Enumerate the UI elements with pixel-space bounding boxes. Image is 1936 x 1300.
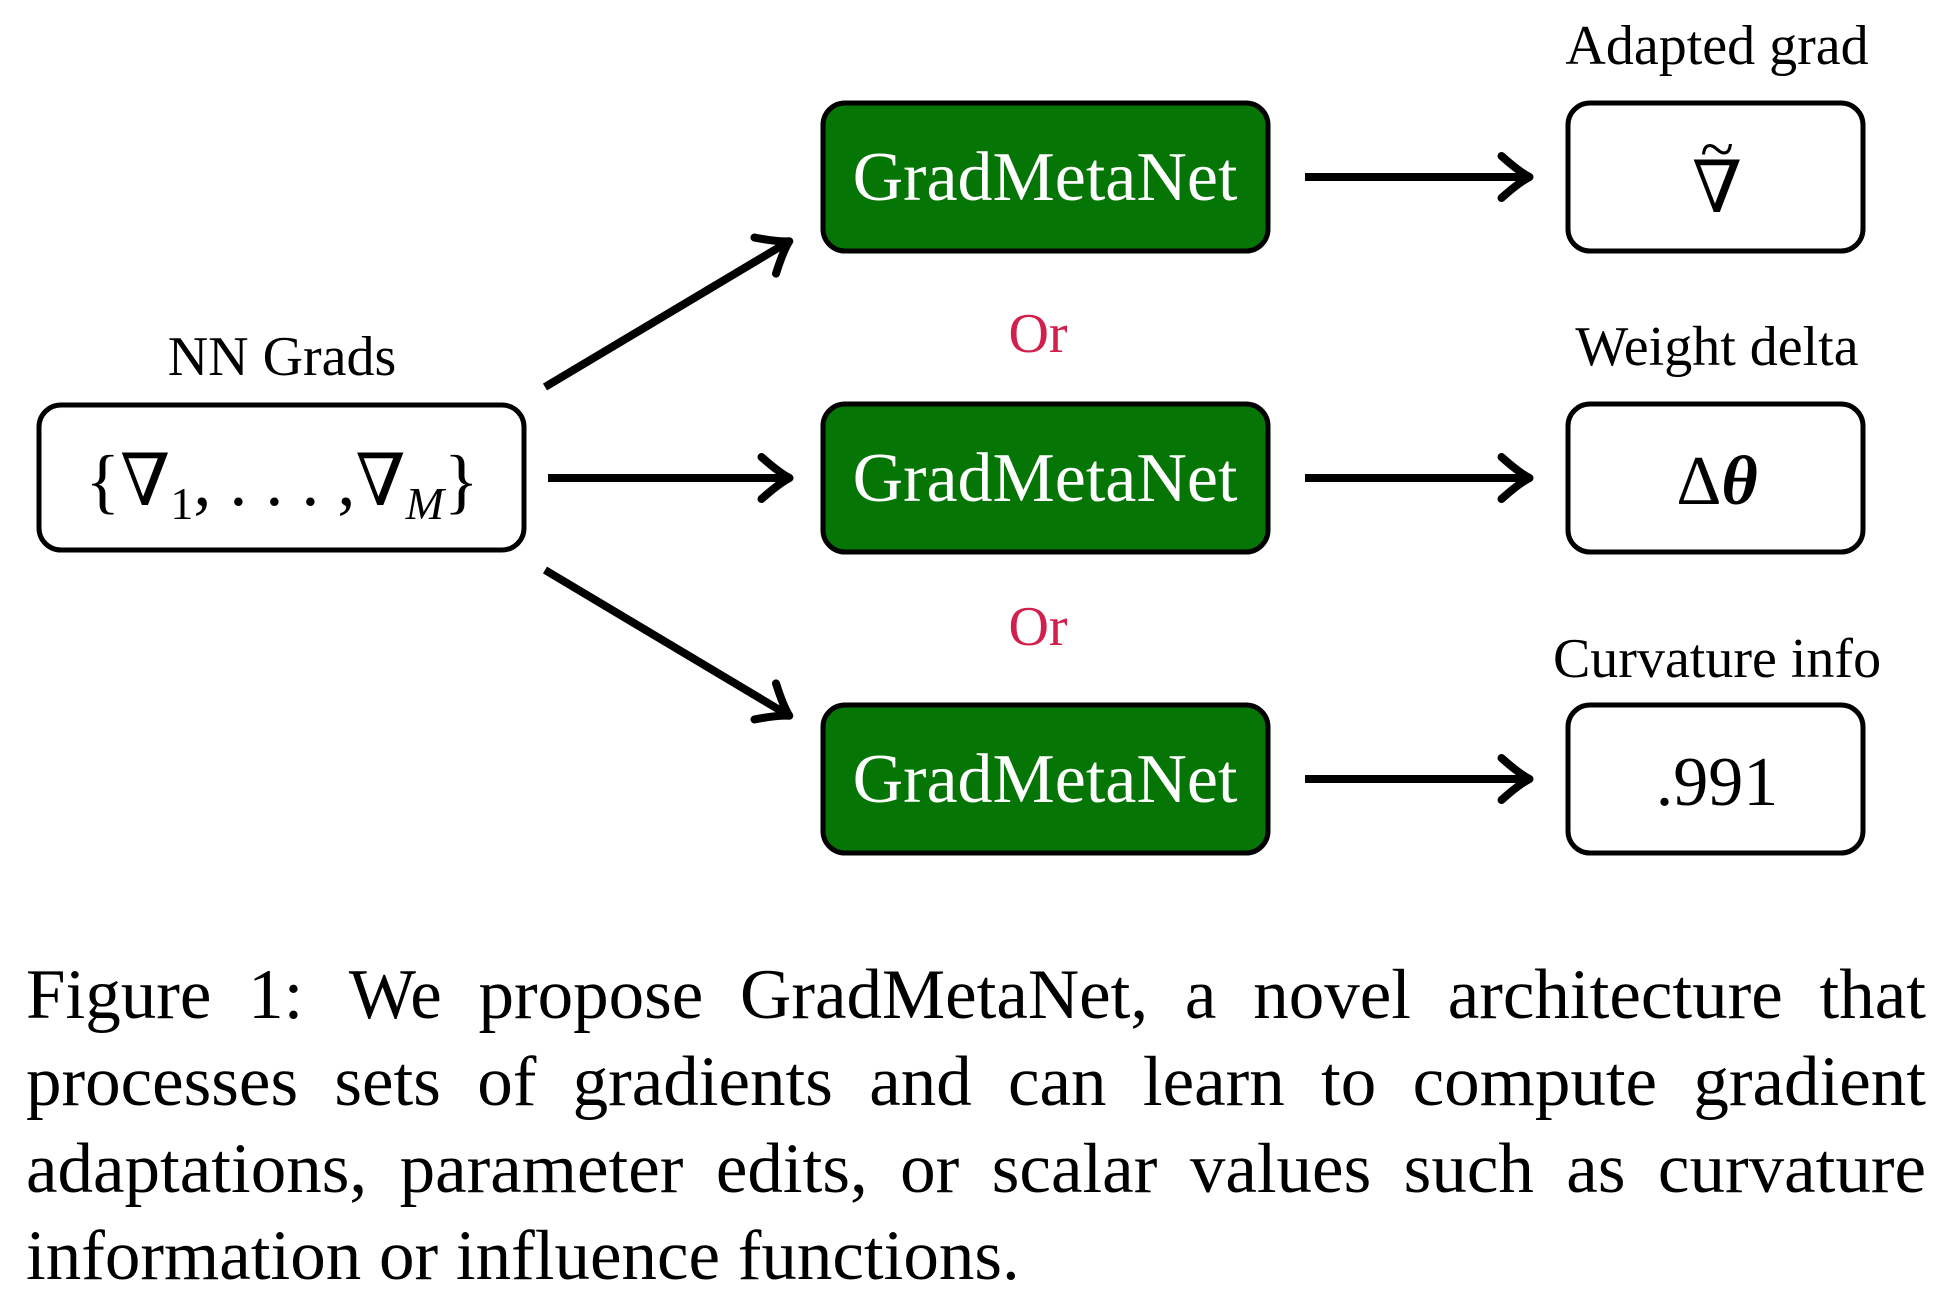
- input-box: [36, 402, 527, 553]
- network-label-middle: GradMetaNet: [853, 440, 1238, 517]
- figure-caption: Figure 1: We propose GradMetaNet, a nove…: [26, 952, 1926, 1300]
- nabla-icon: ∇: [120, 441, 170, 521]
- gradmetanet-diagram: NN Grads {∇1, . . . ,∇M} GradMetaNet Gra…: [36, 15, 1881, 856]
- theta-icon: θ: [1721, 443, 1757, 520]
- output-box-adapted-grad: [1565, 100, 1866, 254]
- network-box-top: [820, 100, 1271, 254]
- set-ellipsis: , . . . ,: [193, 441, 355, 521]
- caption-label: Figure 1:: [26, 956, 304, 1034]
- last-subscript: M: [405, 478, 447, 529]
- tilde-icon: ~: [1700, 116, 1734, 184]
- arrow-input-to-net-top: [542, 233, 794, 391]
- output-title-curvature-info: Curvature info: [1553, 628, 1881, 690]
- gradient-set: {∇1, . . . ,∇M}: [85, 441, 478, 529]
- output-title-adapted-grad: Adapted grad: [1565, 15, 1868, 77]
- nabla-tilde-icon: ∇: [1692, 148, 1742, 228]
- output-box-curvature-info: [1565, 702, 1866, 856]
- or-label-upper: Or: [1008, 303, 1067, 365]
- first-subscript: 1: [170, 478, 193, 529]
- set-open-brace: {: [85, 441, 120, 521]
- curvature-value: .991: [1656, 744, 1779, 821]
- output-title-weight-delta: Weight delta: [1575, 316, 1858, 378]
- network-box-bottom: [820, 702, 1271, 856]
- caption-text: We propose GradMetaNet, a novel architec…: [26, 956, 1926, 1295]
- output-box-weight-delta: [1565, 401, 1866, 555]
- network-label-bottom: GradMetaNet: [853, 741, 1238, 818]
- network-box-middle: [820, 401, 1271, 555]
- input-title: NN Grads: [168, 326, 397, 388]
- delta-icon: Δ: [1676, 443, 1721, 520]
- or-label-lower: Or: [1008, 596, 1067, 658]
- network-label-top: GradMetaNet: [853, 139, 1238, 216]
- set-close-brace: }: [444, 441, 479, 521]
- delta-theta: Δθ: [1676, 443, 1757, 520]
- nabla-icon-last: ∇: [355, 441, 405, 521]
- arrow-input-to-net-bottom: [542, 566, 794, 724]
